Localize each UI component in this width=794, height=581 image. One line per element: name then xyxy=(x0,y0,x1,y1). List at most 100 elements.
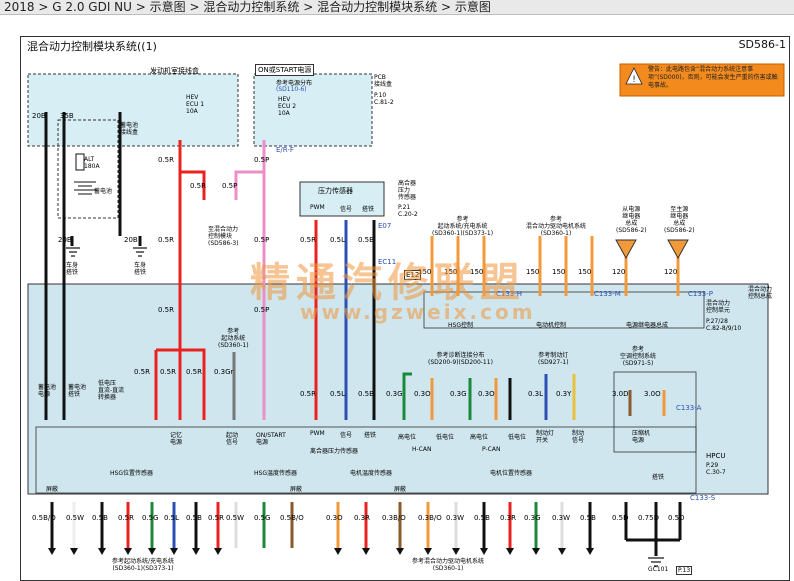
signal2-label: 信号 xyxy=(340,432,353,439)
gc101-ref: P.13 xyxy=(676,566,693,575)
wire-label-03g: 0.3G xyxy=(386,390,403,398)
bat-power-label: 蓄电池 电源 xyxy=(38,384,57,398)
wire-label-05w: 0.5W xyxy=(226,514,245,522)
wire-label-03b: 0.5B xyxy=(474,514,490,522)
ref-diag-label: 参考诊断连接分布 (SD200-9)(SD200-11) xyxy=(428,352,493,366)
start-signal-label: 起动 信号 xyxy=(226,432,239,446)
watermark-text: 精通汽修联盟 xyxy=(250,260,526,306)
low1-label: 低电位 xyxy=(436,434,455,441)
battery-label: 蓄电池 xyxy=(94,188,113,195)
wire-label-05g: 0.5G xyxy=(142,514,159,522)
wire-label-120: 120 xyxy=(664,268,678,276)
brake-switch-label: 制动灯 开关 xyxy=(536,430,555,444)
wire-label-05bo: 0.5B/O xyxy=(32,514,56,522)
warning-text: 警告：此电路包含“混合动力系统注意事项”(SD000)，否则，可能会发生严重的伤… xyxy=(648,66,778,89)
hsg-ctrl-label: HSG控制 xyxy=(448,322,473,329)
wire-label-05r: 0.5R xyxy=(300,236,316,244)
wire-label-05b: 0.5B xyxy=(186,514,202,522)
wire-label-03y: 0.3Y xyxy=(556,390,572,398)
wire-label-05p: 0.5P xyxy=(254,156,270,164)
conn-c133a: C133-A xyxy=(676,404,702,412)
wire-label-03bo: 0.3B/O xyxy=(418,514,442,522)
wire-label-05r: 0.5R xyxy=(158,156,174,164)
p-can-label: P-CAN xyxy=(482,446,501,453)
connector-arrow-icon xyxy=(48,548,594,555)
hpcu-ref: P.29 C.30-7 xyxy=(706,462,726,476)
hsg-pos-label: HSG位置传感器 xyxy=(110,470,153,477)
bat-ground-label: 蓄电池 搭铁 xyxy=(68,384,87,398)
gc101-ground-icon xyxy=(648,557,664,567)
breadcrumb-system[interactable]: 混合动力控制系统 xyxy=(203,0,300,14)
breadcrumb-module[interactable]: 混合动力控制模块系统 xyxy=(317,0,438,14)
wire-label-05g: 0.5G xyxy=(254,514,271,522)
wire-label-20b: 20B xyxy=(124,236,138,244)
ground-icon xyxy=(66,247,147,257)
conn-c133s: C133-S xyxy=(690,494,716,502)
pressure-sensor-label: 压力传感器 xyxy=(318,187,353,195)
wire-label-05r: 0.5R xyxy=(158,306,174,314)
engine-fuse-box-label: 发动机室接线盒 xyxy=(150,67,199,75)
hev-ecu1-label: HEV ECU 1 10A xyxy=(186,94,205,115)
low2-label: 低电位 xyxy=(508,434,527,441)
relay-ctrl-label: 电源继电器总成 xyxy=(626,322,669,329)
alt-label: ALT 180A xyxy=(84,156,100,170)
pcb-ref: P.10 C.81-2 xyxy=(374,92,394,106)
breadcrumb: 2018 > G 2.0 GDI NU > 示意图 > 混合动力控制系统 > 混… xyxy=(0,0,794,15)
warning-box: ! xyxy=(619,63,785,97)
black-wires xyxy=(44,112,376,420)
high2-label: 高电位 xyxy=(470,434,489,441)
ground2-label: 车身 搭铁 xyxy=(134,262,147,276)
relay-subbox xyxy=(423,291,705,329)
red-wires xyxy=(154,140,318,420)
pwm-label: PWM xyxy=(310,204,325,211)
wire-label-150: 150 xyxy=(552,268,566,276)
wire-label-150: 150 xyxy=(578,268,592,276)
wire-label-05r: 0.5R xyxy=(186,368,202,376)
wire-label-05r: 0.5R xyxy=(208,514,224,522)
breadcrumb-engine[interactable]: G 2.0 GDI NU xyxy=(52,0,132,14)
wire-label-20b: 20B xyxy=(58,236,72,244)
conn-c133m: C133-M xyxy=(594,290,621,298)
ground-bottom-label: 搭铁 xyxy=(652,474,665,481)
breadcrumb-model[interactable]: 2018 xyxy=(4,0,35,14)
wire-label-05p: 0.5P xyxy=(254,236,270,244)
conn-ec11: EC11 xyxy=(378,258,397,266)
wire-label-03g: 0.3G xyxy=(450,390,467,398)
hcu-box xyxy=(35,426,697,494)
svg-text:!: ! xyxy=(632,75,636,85)
wire-label-05r: 0.5R xyxy=(300,390,316,398)
shield3-label: 屏蔽 xyxy=(394,486,407,493)
breadcrumb-view[interactable]: 示意图 xyxy=(454,0,491,14)
compressor-box xyxy=(613,371,697,453)
wire-label-05bo: 0.5B/O xyxy=(280,514,304,522)
on-start2-label: ON/START 电源 xyxy=(256,432,286,446)
diagram-title: 混合动力控制模块系统((1) xyxy=(27,40,157,53)
high1-label: 高电位 xyxy=(398,434,417,441)
wire-label-05l: 0.5L xyxy=(330,390,346,398)
wire-label-150: 150 xyxy=(444,268,458,276)
breadcrumb-section[interactable]: 示意图 xyxy=(149,0,186,14)
motor-temp-label: 电机温度传感器 xyxy=(350,470,393,477)
wire-label-05b: 0.5B xyxy=(358,390,374,398)
brake-ref: P.21 C.20-2 xyxy=(398,204,418,218)
shield1-label: 屏蔽 xyxy=(46,486,59,493)
hsg-temp-label: HSG温度传感器 xyxy=(254,470,297,477)
breadcrumb-sep: > xyxy=(189,0,200,14)
wire-label-05l: 0.5L xyxy=(164,514,180,522)
wire-label-05r: 0.5R xyxy=(160,368,176,376)
wire-label-03w: 0.3W xyxy=(446,514,465,522)
on-start-label: ON或START电源 xyxy=(255,64,315,76)
wire-label-03g: 0.3G xyxy=(524,514,541,522)
wire-label-35b: 35B xyxy=(60,112,74,120)
pressure-sensor-box xyxy=(299,181,385,217)
wire-label-05w: 0.5W xyxy=(66,514,85,522)
pink-wires xyxy=(234,140,266,420)
shield2-label: 屏蔽 xyxy=(290,486,303,493)
wire-label-03bo: 0.3B/O xyxy=(382,514,406,522)
wire-label-03w: 0.3W xyxy=(552,514,571,522)
wire-label-20b: 20B xyxy=(32,112,46,120)
dc-conv-label: 低电压 直流-直流 转换器 xyxy=(98,380,125,401)
gc101-label: GC101 xyxy=(648,566,669,573)
wire-label-05d: 0.5D xyxy=(612,514,629,522)
ref-power-code: (SD110-6) xyxy=(276,86,307,93)
